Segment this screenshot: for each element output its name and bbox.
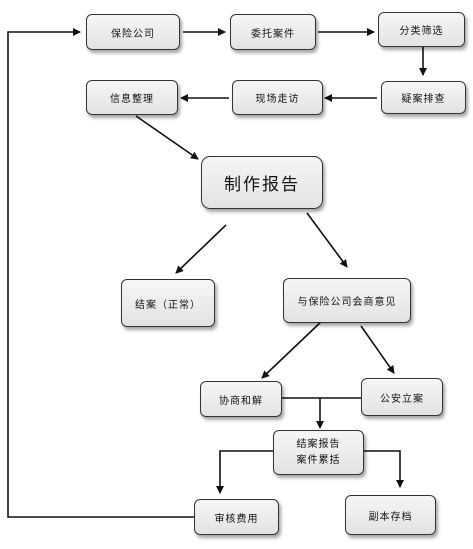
arrow-closing-to-archive — [364, 450, 404, 488]
closing-report-line2: 案件累括 — [296, 454, 341, 466]
arrow-closing-to-audit — [216, 450, 273, 494]
node-classify-filter: 分类筛选 — [378, 12, 465, 47]
node-audit-fees: 审核费用 — [194, 499, 279, 535]
arrow-discuss-to-negotiate — [261, 319, 324, 379]
node-info-organize: 信息整理 — [86, 80, 178, 115]
node-doubtful-case-check: 疑案排查 — [381, 81, 466, 114]
closing-report-line1: 结案报告 — [296, 438, 341, 450]
node-closing-report: 结案报告 案件累括 — [273, 430, 364, 475]
arrow-audit-feedback-loop — [7, 28, 194, 518]
node-commissioned-case: 委托案件 — [230, 14, 316, 50]
node-case-closed-normal: 结案（正常） — [121, 279, 215, 327]
node-insurance-company: 保险公司 — [86, 14, 180, 50]
node-discuss-with-insurer: 与保险公司会商意见 — [283, 278, 411, 323]
node-make-report: 制作报告 — [201, 156, 323, 209]
arrow-info-to-report — [135, 115, 199, 160]
arrow-report-to-discuss — [306, 212, 348, 268]
arrow-report-to-closed-normal — [175, 224, 227, 274]
node-police-filing: 公安立案 — [361, 378, 443, 416]
node-negotiate-settle: 协商和解 — [200, 381, 282, 417]
arrow-discuss-to-police — [360, 325, 395, 374]
node-site-visit: 现场走访 — [232, 80, 323, 115]
node-copy-archive: 副本存档 — [345, 495, 436, 535]
